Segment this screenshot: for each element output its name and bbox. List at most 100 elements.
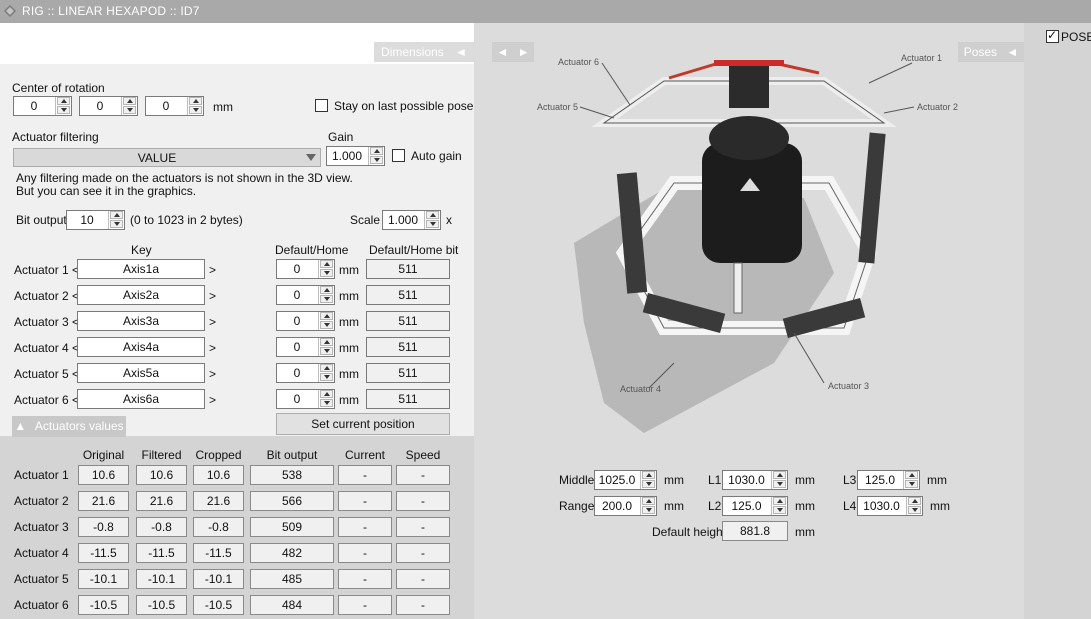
middle-stepper[interactable]: 1025.0 <box>594 470 657 490</box>
dimensions-tab[interactable]: Dimensions ◄ <box>374 42 474 62</box>
stepper-arrows[interactable] <box>318 364 334 382</box>
stepper-arrows[interactable] <box>121 97 137 115</box>
value-cell-filtered: -0.8 <box>136 517 187 537</box>
window-title: RIG :: LINEAR HEXAPOD :: ID7 <box>22 4 200 18</box>
actuator-home-stepper[interactable]: 0 <box>276 389 335 409</box>
actuator-2-body <box>858 132 886 264</box>
value-cell-bit: 484 <box>250 595 334 615</box>
auto-gain-checkbox[interactable] <box>392 149 405 162</box>
actuator-key-input[interactable]: Axis6a <box>77 389 205 409</box>
value-cell-original: -11.5 <box>78 543 129 563</box>
stepper-arrows[interactable] <box>108 211 124 229</box>
actuator-home-unit: mm <box>339 263 359 277</box>
stepper-arrows[interactable] <box>640 471 656 489</box>
center-of-rotation-label: Center of rotation <box>12 81 105 95</box>
center-y-stepper[interactable]: 0 <box>79 96 138 116</box>
gain-stepper[interactable]: 1.000 <box>326 146 385 166</box>
value-cell-original: -10.1 <box>78 569 129 589</box>
stepper-arrows[interactable] <box>640 497 656 515</box>
stepper-arrows[interactable] <box>318 390 334 408</box>
actuator-key-close: > <box>209 263 217 277</box>
actuator-home-stepper[interactable]: 0 <box>276 259 335 279</box>
actuator-home-stepper[interactable]: 0 <box>276 311 335 331</box>
actuator-home-unit: mm <box>339 341 359 355</box>
value-cell-filtered: -11.5 <box>136 543 187 563</box>
l2-unit: mm <box>795 499 815 513</box>
actuator-home-stepper[interactable]: 0 <box>276 363 335 383</box>
actuator-key-input[interactable]: Axis2a <box>77 285 205 305</box>
actuator-home-stepper[interactable]: 0 <box>276 285 335 305</box>
stepper-arrows[interactable] <box>55 97 71 115</box>
stepper-arrows[interactable] <box>318 338 334 356</box>
value-cell-filtered: 21.6 <box>136 491 187 511</box>
stepper-arrows[interactable] <box>424 211 440 229</box>
bit-output-label: Bit output <box>16 213 67 227</box>
l1-label: L1 <box>708 473 722 487</box>
l3-stepper[interactable]: 125.0 <box>857 470 920 490</box>
pose-label: POSE <box>1061 30 1091 44</box>
l2-stepper[interactable]: 125.0 <box>722 496 788 516</box>
value-cell-cropped: -0.8 <box>193 517 244 537</box>
dimensions-tab-label: Dimensions <box>381 45 444 59</box>
pose-checkbox[interactable] <box>1046 28 1059 43</box>
value-cell-speed: - <box>396 491 450 511</box>
default-height-readout: 881.8 <box>722 521 788 541</box>
actuator-label: Actuator 1 < <box>14 263 80 277</box>
actuator-key-input[interactable]: Axis4a <box>77 337 205 357</box>
center-z-stepper[interactable]: 0 <box>145 96 204 116</box>
l1-stepper[interactable]: 1030.0 <box>722 470 788 490</box>
center-x-stepper[interactable]: 0 <box>13 96 72 116</box>
actuator-key-input[interactable]: Axis5a <box>77 363 205 383</box>
l4-label: L4 <box>843 499 857 513</box>
value-cell-speed: - <box>396 517 450 537</box>
range-label: Range <box>559 499 595 513</box>
stepper-arrows[interactable] <box>771 471 787 489</box>
l4-value: 1030.0 <box>863 499 900 513</box>
filtering-dropdown[interactable]: VALUE <box>13 148 321 167</box>
collapse-right-icon: ◄ <box>1006 45 1019 59</box>
collapse-left-icon: ◄ <box>455 45 467 59</box>
value-cell-current: - <box>338 543 392 563</box>
stepper-arrows[interactable] <box>187 97 203 115</box>
default-height-unit: mm <box>795 525 815 539</box>
value-cell-cropped: -10.1 <box>193 569 244 589</box>
value-cell-filtered: -10.5 <box>136 595 187 615</box>
actuator-home-unit: mm <box>339 315 359 329</box>
stepper-arrows[interactable] <box>318 312 334 330</box>
range-stepper[interactable]: 200.0 <box>594 496 657 516</box>
l4-stepper[interactable]: 1030.0 <box>857 496 923 516</box>
set-default-home-button[interactable]: Set current position default/home <box>276 413 450 451</box>
auto-gain-label: Auto gain <box>411 149 462 163</box>
nav-left-icon[interactable]: ◄ <box>496 45 509 59</box>
actuator-key-input[interactable]: Axis1a <box>77 259 205 279</box>
stepper-arrows[interactable] <box>318 260 334 278</box>
l3-unit: mm <box>927 473 947 487</box>
values-row-label: Actuator 3 <box>14 520 69 534</box>
actuator-5-body <box>616 172 648 294</box>
stepper-arrows[interactable] <box>368 147 384 165</box>
stepper-arrows[interactable] <box>771 497 787 515</box>
value-cell-original: -10.5 <box>78 595 129 615</box>
stepper-arrows[interactable] <box>903 471 919 489</box>
stay-on-last-pose-checkbox[interactable] <box>315 99 328 112</box>
actuator-home-stepper[interactable]: 0 <box>276 337 335 357</box>
actuators-values-tab-label: Actuators values <box>34 419 124 433</box>
scale-stepper[interactable]: 1.000 <box>382 210 441 230</box>
bit-output-stepper[interactable]: 10 <box>66 210 125 230</box>
viewport-nav[interactable]: ◄ ► <box>492 42 534 62</box>
l1-value: 1030.0 <box>728 473 765 487</box>
value-cell-original: -0.8 <box>78 517 129 537</box>
hexapod-render[interactable]: Actuator 6 Actuator 5 Actuator 1 Actuato… <box>474 23 1024 443</box>
stepper-arrows[interactable] <box>318 286 334 304</box>
viewport-label-actuator-2: Actuator 2 <box>917 102 958 112</box>
value-cell-cropped: -11.5 <box>193 543 244 563</box>
nav-right-icon[interactable]: ► <box>517 45 530 59</box>
actuator-key-input[interactable]: Axis3a <box>77 311 205 331</box>
stepper-arrows[interactable] <box>906 497 922 515</box>
value-cell-current: - <box>338 517 392 537</box>
values-row-label: Actuator 4 <box>14 546 69 560</box>
poses-tab[interactable]: Poses ◄ <box>958 42 1024 62</box>
seat-top <box>709 116 789 160</box>
actuators-values-tab[interactable]: ▲ Actuators values <box>12 416 126 437</box>
center-unit: mm <box>213 100 233 114</box>
